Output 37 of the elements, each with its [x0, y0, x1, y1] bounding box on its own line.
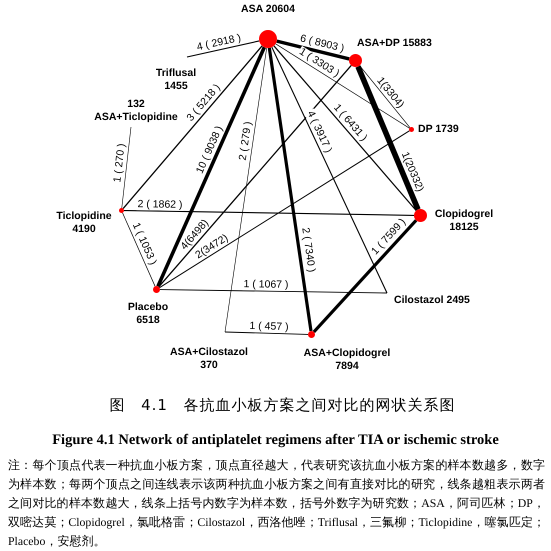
connector-line: [276, 40, 350, 61]
vertex-label: Clopidogrel 18125: [434, 208, 494, 233]
vertex-label: Cilostazol 2495: [394, 294, 471, 306]
edge-label: 2 ( 279 ): [238, 119, 254, 162]
vertex-label: Placebo 6518: [126, 301, 170, 326]
vertex-label: DP 1739: [418, 123, 460, 136]
connector-line: [312, 219, 418, 333]
connector-line: [273, 45, 417, 211]
connector-line: [224, 48, 267, 332]
vertex-label: Ticlopidine 4190: [55, 210, 113, 235]
vertex-label: ASA 20604: [240, 3, 296, 16]
connector-line: [122, 212, 156, 287]
note-text: 注：每个顶点代表一种抗血小板方案，顶点直径越大，代表研究该抗血小板方案的样本数越多，数字为样本数；每两个顶点之间连线表示该两种抗血小板方案之间有直接对比的研究，线条越粗表示两者之间对比的样本数越大，线条上括号内数字为样本数，括号外数字为研究数；ASA，阿司匹林；DP，双嘧达莫；Clopidogrel，氯吡格雷；Cilostazol，西洛他唑；Triflusal，三氟柳；Ticlopidine，噻氯匹定；Placebo，安慰剂。: [8, 457, 545, 550]
connector-line: [160, 289, 388, 294]
connector-line: [124, 210, 414, 216]
connector-line: [156, 46, 266, 288]
connector-line: [224, 332, 308, 335]
connector-line: [158, 130, 410, 288]
connector-line: [271, 46, 388, 294]
figure-caption: 图 4.1 各抗血小板方案之间对比的网状关系图: [108, 396, 457, 414]
connector-line: [355, 65, 421, 211]
connector-line: [186, 40, 260, 58]
connector-line: [275, 43, 410, 129]
figure-caption: Figure 4.1 Network of antiplatelet regimens after TIA or ischemic stroke: [51, 431, 500, 449]
edge-label: 1 ( 1067 ): [242, 278, 290, 290]
edge-label: 2 ( 1862 ): [136, 198, 184, 211]
connector-line: [359, 65, 410, 128]
vertex-label: ASA+Clopidogrel 7894: [302, 347, 392, 372]
connector-line: [158, 64, 352, 288]
connector-line: [268, 48, 313, 332]
edge-label: 1 ( 457 ): [248, 320, 290, 333]
vertex-label: ASA+DP 15883: [357, 37, 433, 50]
connector-line: [122, 45, 263, 210]
connector-line: [121, 126, 132, 208]
vertex-label: ASA+Cilostazol 370: [169, 346, 249, 371]
edge-label: 1 ( 270 ): [112, 142, 128, 184]
vertex-label: 132 ASA+Ticlopidine: [93, 98, 179, 123]
